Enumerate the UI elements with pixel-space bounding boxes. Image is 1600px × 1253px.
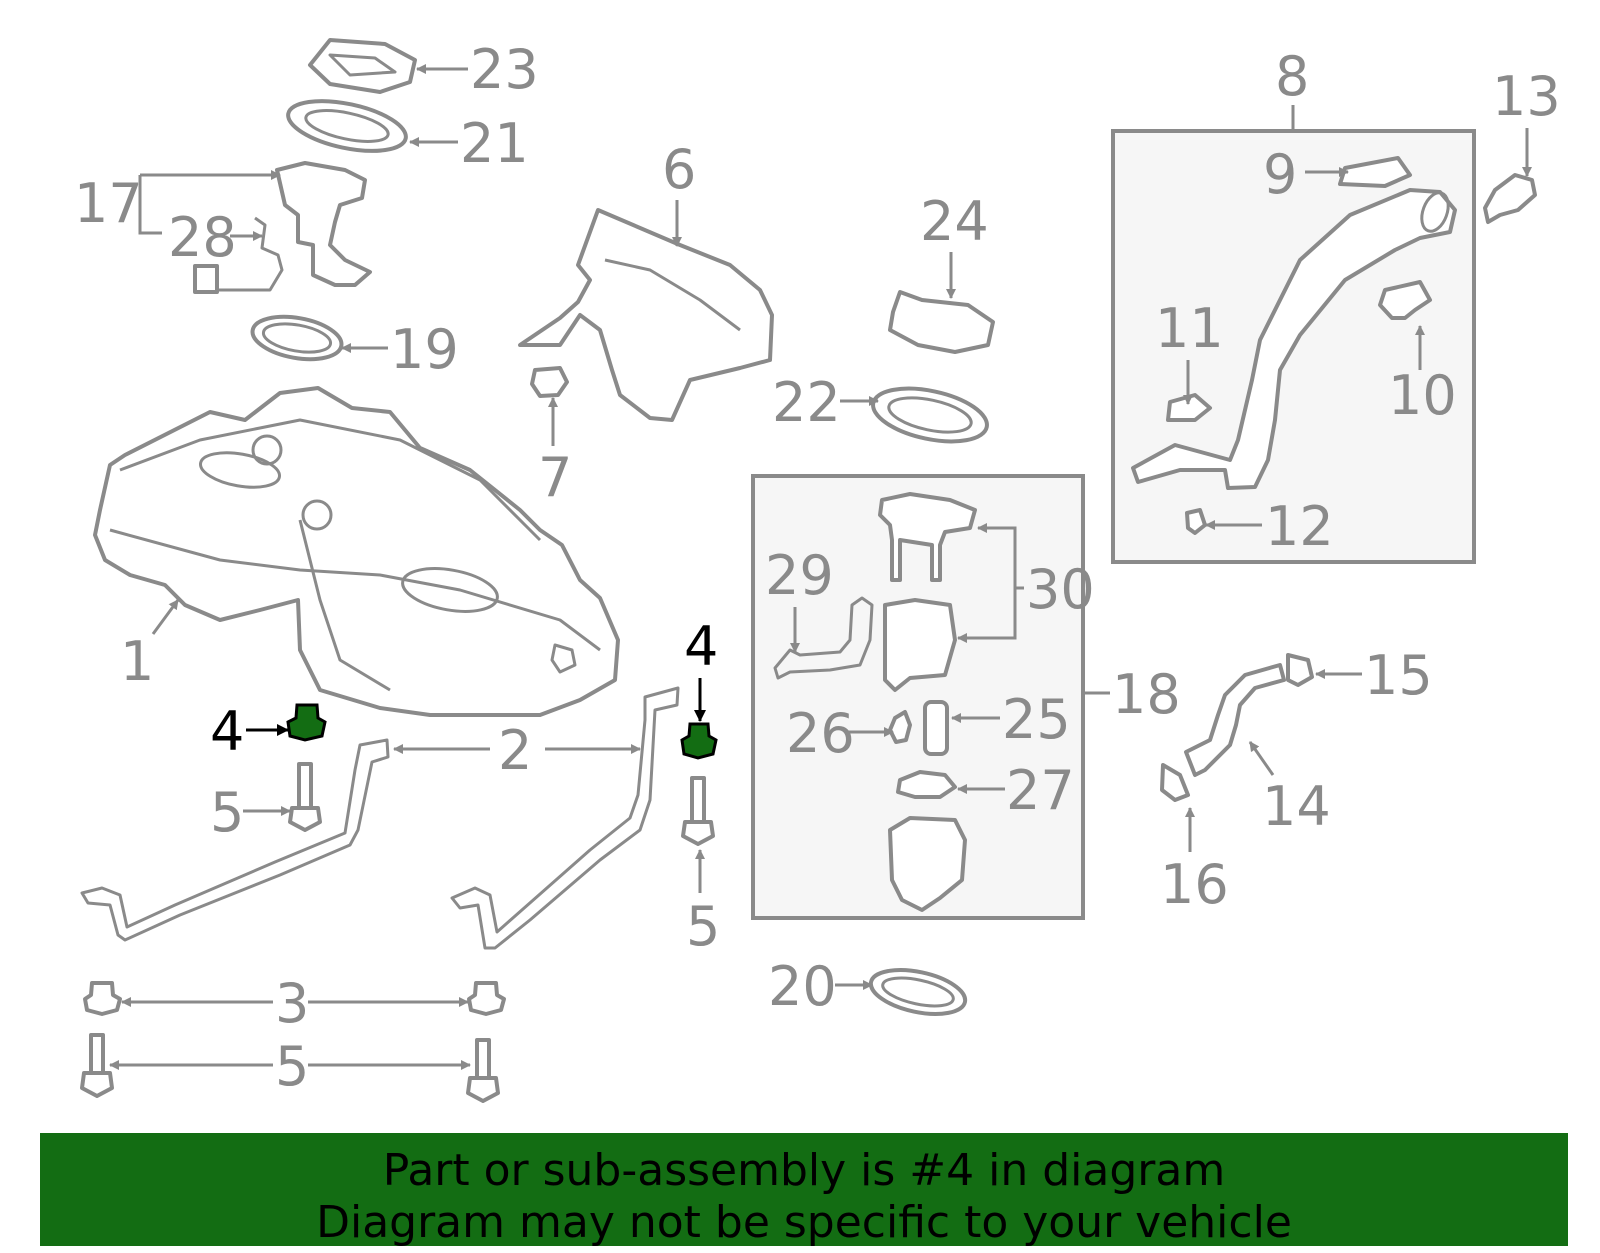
callout-16: 16 <box>1160 853 1229 916</box>
callout-4-left: 4 <box>210 700 244 763</box>
part-5-bolt-d <box>466 1038 500 1103</box>
part-20-gasket <box>868 968 968 1016</box>
part-25-filter <box>923 700 949 756</box>
callout-6: 6 <box>662 138 696 201</box>
part-12-clip <box>1185 508 1207 535</box>
part-2-strap-right <box>450 686 680 950</box>
notice-text: Part or sub-assembly is #4 in diagram Di… <box>40 1145 1568 1249</box>
part-16-clamp <box>1160 763 1190 802</box>
part-5-bolt-c <box>80 1033 114 1098</box>
part-5-bolt-b <box>681 776 715 846</box>
part-13-cap <box>1483 173 1537 224</box>
callout-15: 15 <box>1364 644 1433 707</box>
notice-line-2: Diagram may not be specific to your vehi… <box>316 1197 1292 1248</box>
part-4-bushing-left <box>286 703 327 742</box>
callout-25: 25 <box>1002 688 1071 751</box>
callout-23: 23 <box>470 38 539 101</box>
part-28-connector <box>193 264 219 294</box>
part-9-bracket <box>1338 156 1412 188</box>
callout-12: 12 <box>1265 495 1334 558</box>
part-17-sender <box>275 161 372 287</box>
callout-22: 22 <box>772 371 841 434</box>
part-18-reservoir <box>888 816 967 912</box>
notice-line-1: Part or sub-assembly is #4 in diagram <box>382 1145 1226 1196</box>
part-2-strap-left <box>80 738 390 942</box>
callout-29: 29 <box>765 544 834 607</box>
callout-11: 11 <box>1155 297 1224 360</box>
part-8-filler-pipe <box>1131 188 1457 490</box>
callout-21: 21 <box>460 112 529 175</box>
part-3-bushing-right <box>467 981 506 1016</box>
callout-26: 26 <box>786 702 855 765</box>
part-24-cover <box>888 290 995 354</box>
part-19-gasket <box>250 314 344 362</box>
callout-13: 13 <box>1492 65 1561 128</box>
callout-8: 8 <box>1275 45 1309 108</box>
part-1-fuel-tank <box>93 386 620 717</box>
part-6-heat-shield <box>518 208 774 422</box>
part-30-pump-body <box>883 598 957 692</box>
callout-4-right: 4 <box>684 615 718 678</box>
callout-18: 18 <box>1112 663 1181 726</box>
callout-10: 10 <box>1388 364 1457 427</box>
part-5-bolt-a <box>288 762 322 832</box>
callout-5-bottom: 5 <box>275 1035 309 1098</box>
notice-banner: Part or sub-assembly is #4 in diagram Di… <box>40 1133 1568 1249</box>
part-23-cover <box>308 38 417 94</box>
part-30-pump-top <box>878 492 977 582</box>
callout-9: 9 <box>1263 143 1297 206</box>
callout-17: 17 <box>74 172 143 235</box>
part-3-bushing-left <box>83 981 122 1016</box>
part-7-clip <box>530 366 569 398</box>
callout-5-left: 5 <box>210 781 244 844</box>
part-15-clamp <box>1286 653 1314 687</box>
callout-20: 20 <box>768 955 837 1018</box>
callout-2: 2 <box>498 719 532 782</box>
callout-19: 19 <box>390 318 459 381</box>
part-27-regulator <box>896 770 957 799</box>
callout-24: 24 <box>920 190 989 253</box>
callout-14: 14 <box>1262 775 1331 838</box>
callout-5-right: 5 <box>686 895 720 958</box>
part-21-gasket <box>286 99 408 153</box>
callout-3: 3 <box>275 972 309 1035</box>
callout-7: 7 <box>538 446 572 509</box>
callout-28: 28 <box>168 206 237 269</box>
part-29-harness <box>773 596 874 680</box>
part-4-bushing-right <box>680 722 718 760</box>
callout-1: 1 <box>120 630 154 693</box>
callout-27: 27 <box>1006 759 1075 822</box>
part-22-gasket <box>871 386 989 444</box>
part-10-bracket <box>1378 280 1432 320</box>
callout-30: 30 <box>1026 558 1095 621</box>
part-14-hose <box>1184 663 1286 777</box>
